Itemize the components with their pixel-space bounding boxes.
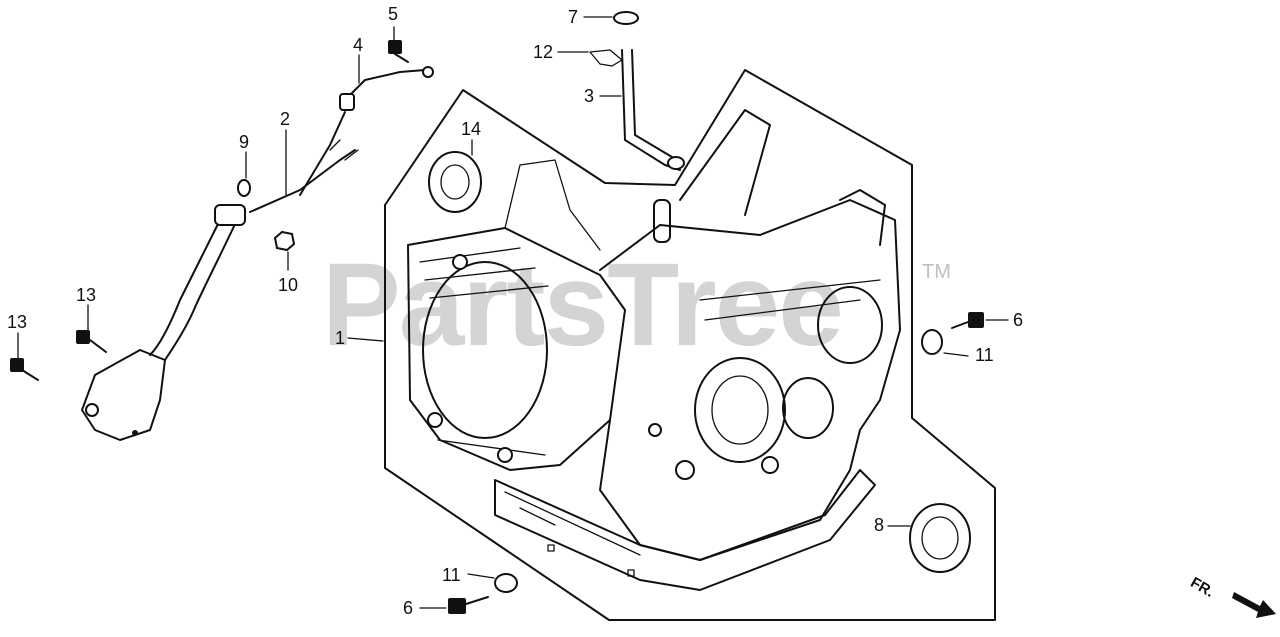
callout-11-right: 11 bbox=[975, 345, 994, 365]
washer-9 bbox=[237, 179, 251, 197]
governor-shaft bbox=[621, 49, 685, 171]
callout-8: 8 bbox=[874, 515, 885, 535]
callout-4: 4 bbox=[353, 35, 364, 55]
callout-6-bottom: 6 bbox=[403, 598, 414, 618]
callout-11-bottom: 11 bbox=[442, 565, 461, 585]
wire-harness bbox=[249, 111, 359, 213]
crankcase-base bbox=[494, 469, 876, 591]
oil-seal-8 bbox=[909, 503, 971, 573]
oil-sensor bbox=[339, 66, 434, 111]
clip-12 bbox=[589, 49, 623, 67]
leader-lines bbox=[17, 16, 1009, 609]
callout-12: 12 bbox=[533, 42, 554, 62]
callout-7: 7 bbox=[568, 7, 579, 27]
bearing-14 bbox=[428, 151, 482, 213]
washer-11-right bbox=[921, 329, 943, 355]
watermark-trademark: TM bbox=[922, 261, 951, 283]
callout-14: 14 bbox=[461, 119, 482, 139]
crankcase-body bbox=[599, 109, 901, 561]
callout-1: 1 bbox=[335, 328, 346, 348]
callout-10: 10 bbox=[278, 275, 299, 295]
callout-2: 2 bbox=[280, 109, 291, 129]
washer-11-bottom bbox=[494, 573, 518, 593]
ignition-coil bbox=[81, 204, 246, 441]
nut-10 bbox=[273, 230, 296, 252]
bolt-13b bbox=[10, 358, 39, 381]
callout-3: 3 bbox=[584, 86, 595, 106]
washer-7 bbox=[613, 11, 639, 25]
callout-6-right: 6 bbox=[1013, 310, 1024, 330]
crankcase-outline bbox=[384, 69, 996, 621]
bolt-13a bbox=[76, 330, 107, 353]
bolt-6-right bbox=[951, 312, 984, 329]
bolt-5 bbox=[388, 40, 409, 63]
callout-13-a: 13 bbox=[76, 285, 97, 305]
front-direction-arrow bbox=[1232, 592, 1276, 618]
callout-9: 9 bbox=[239, 132, 250, 152]
cylinder-block bbox=[407, 159, 626, 471]
callout-5: 5 bbox=[388, 4, 399, 24]
bolt-6-bottom bbox=[448, 596, 489, 614]
callout-13-b: 13 bbox=[7, 312, 28, 332]
